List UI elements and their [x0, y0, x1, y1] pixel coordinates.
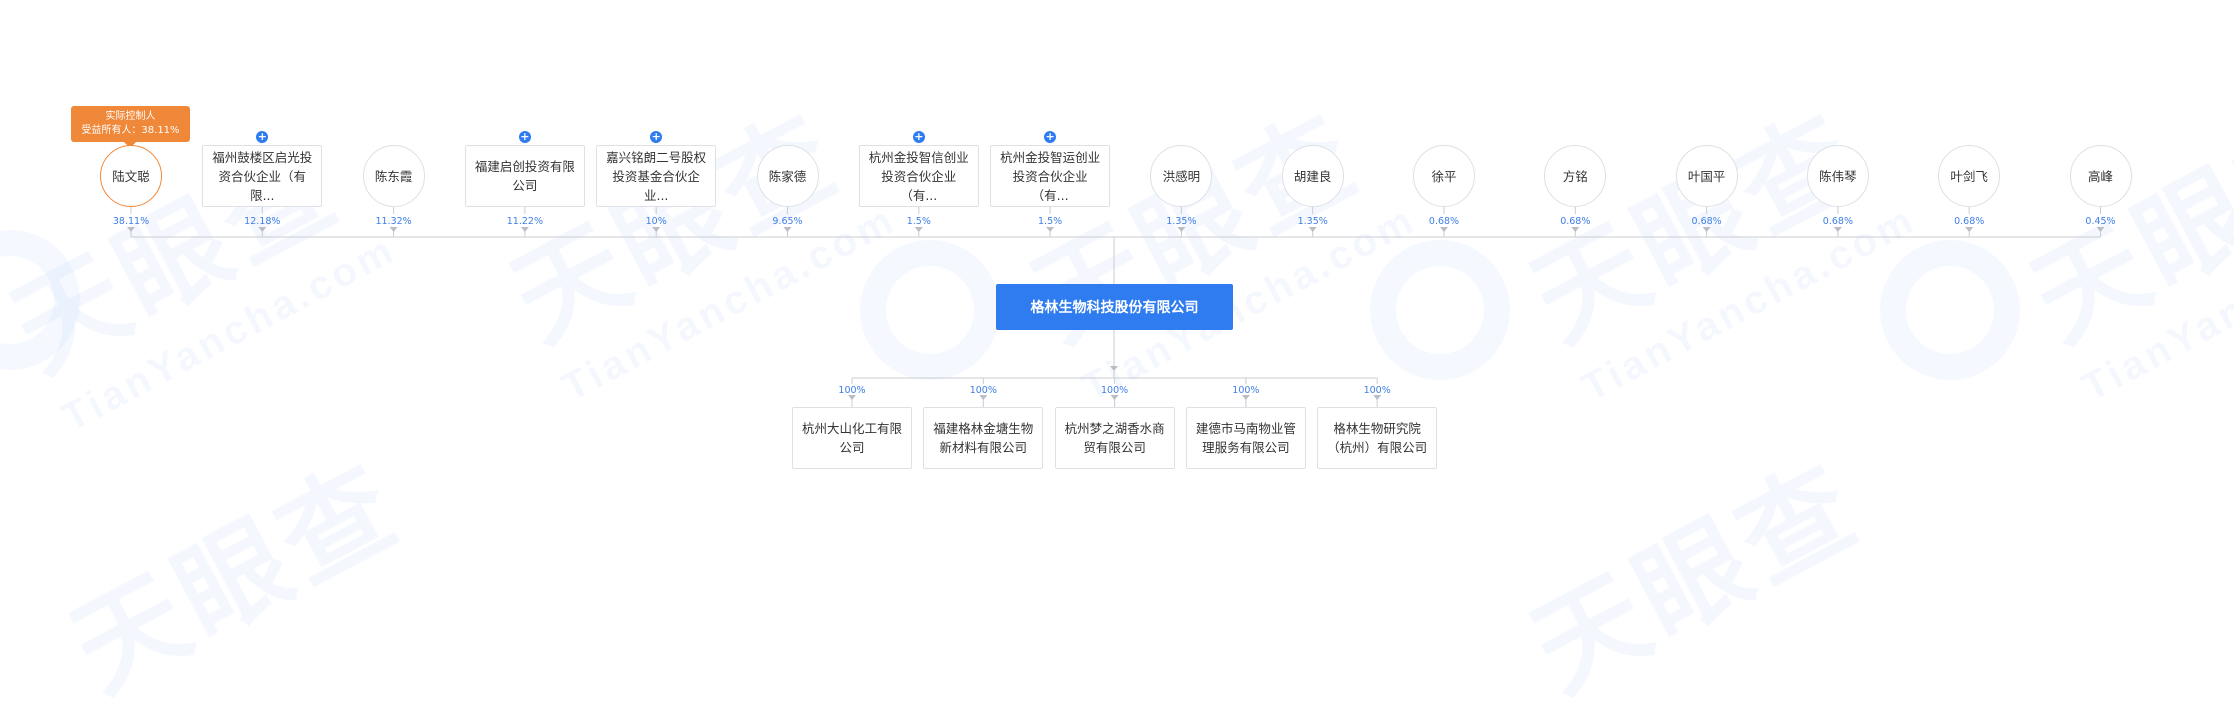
down-arrow-icon: [1177, 227, 1186, 232]
badge-beneficiary: 受益所有人：38.11%: [81, 125, 180, 136]
expand-plus-icon[interactable]: +: [256, 130, 269, 143]
subsidiary-node[interactable]: 福建格林金塘生物新材料有限公司: [923, 407, 1044, 469]
down-arrow-icon: [1833, 227, 1842, 232]
shareholder-node[interactable]: 徐平: [1413, 145, 1475, 207]
subsidiary-node[interactable]: 杭州大山化工有限公司: [792, 407, 912, 469]
shareholder-node[interactable]: 陈家德: [756, 145, 819, 207]
subsidiary-name: 杭州大山化工有限公司: [801, 421, 902, 455]
shareholder-percent: 1.35%: [1297, 216, 1328, 227]
down-arrow-icon: [1110, 395, 1119, 400]
subsidiary-percent: 100%: [969, 385, 997, 396]
shareholder-name: 福州鼓楼区启光投资合伙企业（有限...: [212, 149, 313, 203]
subsidiary-node[interactable]: 格林生物研究院（杭州）有限公司: [1317, 407, 1438, 469]
subsidiary-name: 格林生物研究院（杭州）有限公司: [1327, 421, 1428, 455]
shareholder-node[interactable]: 嘉兴铭朗二号股权投资基金合伙企业...: [596, 145, 717, 207]
shareholder-percent: 38.11%: [112, 216, 150, 227]
shareholder-node[interactable]: 陆文聪: [100, 145, 162, 207]
down-arrow-icon: [783, 227, 792, 232]
shareholder-percent: 0.68%: [1560, 216, 1591, 227]
down-arrow-icon: [652, 227, 661, 232]
down-arrow-icon: [520, 227, 529, 232]
down-arrow-icon: [258, 227, 267, 232]
center-company[interactable]: 格林生物科技股份有限公司: [996, 284, 1233, 330]
subsidiary-percent: 100%: [838, 385, 866, 396]
shareholder-name: 杭州金投智运创业投资合伙企业（有...: [1000, 149, 1101, 203]
shareholder-name: 徐平: [1431, 168, 1457, 184]
shareholder-node[interactable]: 方铭: [1544, 145, 1607, 207]
shareholder-name: 陈伟琴: [1819, 168, 1857, 184]
expand-plus-icon[interactable]: +: [912, 130, 925, 143]
connector-lines: [127, 207, 2105, 407]
down-arrow-icon: [1110, 366, 1118, 371]
down-arrow-icon: [914, 227, 923, 232]
expand-plus-icon[interactable]: +: [518, 130, 531, 143]
shareholder-percent: 0.68%: [1954, 216, 1985, 227]
shareholder-percent: 1.5%: [906, 216, 931, 227]
expand-plus-icon[interactable]: +: [1044, 130, 1057, 143]
shareholder-node[interactable]: 杭州金投智运创业投资合伙企业（有...: [990, 145, 1111, 207]
down-arrow-icon: [1965, 227, 1974, 232]
actual-controller-badge: 实际控制人 受益所有人：38.11%: [71, 106, 190, 142]
shareholder-node[interactable]: 洪感明: [1150, 145, 1213, 207]
subsidiary-percent: 100%: [1363, 385, 1391, 396]
shareholder-name: 陆文聪: [112, 168, 150, 184]
expand-plus-icon[interactable]: +: [650, 130, 663, 143]
down-arrow-icon: [2096, 227, 2105, 232]
down-arrow-icon: [389, 227, 398, 232]
badge-title: 实际控制人: [105, 111, 156, 122]
shareholder-percent: 1.35%: [1166, 216, 1197, 227]
shareholder-node[interactable]: 陈伟琴: [1806, 145, 1869, 207]
shareholder-name: 陈东霞: [374, 168, 413, 184]
center-company-label: 格林生物科技股份有限公司: [1030, 300, 1199, 316]
shareholder-percent: 0.68%: [1691, 216, 1722, 227]
shareholder-percent: 1.5%: [1038, 216, 1063, 227]
down-arrow-icon: [1046, 227, 1055, 232]
shareholder-name: 叶剑飞: [1950, 168, 1988, 184]
subsidiary-percent: 100%: [1232, 385, 1260, 396]
shareholder-percent: 0.68%: [1822, 216, 1853, 227]
subsidiary-percent: 100%: [1101, 385, 1129, 396]
subsidiary-node[interactable]: 建德市马南物业管理服务有限公司: [1185, 407, 1306, 469]
shareholder-node[interactable]: 杭州金投智信创业投资合伙企业（有...: [858, 145, 979, 207]
subsidiary-name: 福建格林金塘生物新材料有限公司: [933, 421, 1034, 455]
shareholder-percent: 0.45%: [2085, 216, 2116, 227]
shareholder-percent: 0.68%: [1428, 216, 1460, 227]
subsidiary-name: 杭州梦之湖香水商贸有限公司: [1064, 421, 1165, 455]
shareholder-node[interactable]: 陈东霞: [362, 145, 425, 207]
down-arrow-icon: [1308, 227, 1317, 232]
shareholder-node[interactable]: 高峰: [2069, 145, 2132, 207]
down-arrow-icon: [1440, 227, 1448, 232]
down-arrow-icon: [1571, 227, 1580, 232]
shareholder-node[interactable]: 叶国平: [1675, 145, 1738, 207]
shareholder-name: 陈家德: [768, 168, 807, 184]
shareholder-name: 嘉兴铭朗二号股权投资基金合伙企业...: [606, 149, 707, 203]
subsidiary-name: 建德市马南物业管理服务有限公司: [1195, 421, 1296, 455]
down-arrow-icon: [979, 395, 988, 400]
shareholder-node[interactable]: 福州鼓楼区启光投资合伙企业（有限...: [202, 145, 323, 207]
shareholder-percent: 11.32%: [375, 216, 412, 227]
shareholder-name: 叶国平: [1687, 168, 1726, 184]
down-arrow-icon: [1241, 395, 1250, 400]
shareholder-node[interactable]: 胡建良: [1281, 145, 1344, 207]
shareholder-percent: 11.22%: [506, 216, 543, 227]
shareholder-name: 杭州金投智信创业投资合伙企业（有...: [868, 149, 969, 203]
shareholder-name: 方铭: [1562, 168, 1588, 184]
down-arrow-icon: [127, 227, 135, 232]
shareholder-percent: 12.18%: [244, 216, 281, 227]
subsidiary-node[interactable]: 杭州梦之湖香水商贸有限公司: [1054, 407, 1175, 469]
shareholder-name: 胡建良: [1293, 168, 1332, 184]
down-arrow-icon: [1373, 395, 1382, 400]
shareholder-name: 洪感明: [1162, 168, 1201, 184]
shareholder-name: 福建启创投资有限公司: [474, 159, 575, 193]
shareholder-percent: 10%: [645, 216, 667, 227]
down-arrow-icon: [848, 395, 856, 400]
shareholder-node[interactable]: 福建启创投资有限公司: [464, 145, 585, 207]
shareholder-percent: 9.65%: [772, 216, 803, 227]
shareholder-name: 高峰: [2087, 168, 2113, 184]
down-arrow-icon: [1702, 227, 1711, 232]
shareholder-node[interactable]: 叶剑飞: [1938, 145, 2001, 207]
